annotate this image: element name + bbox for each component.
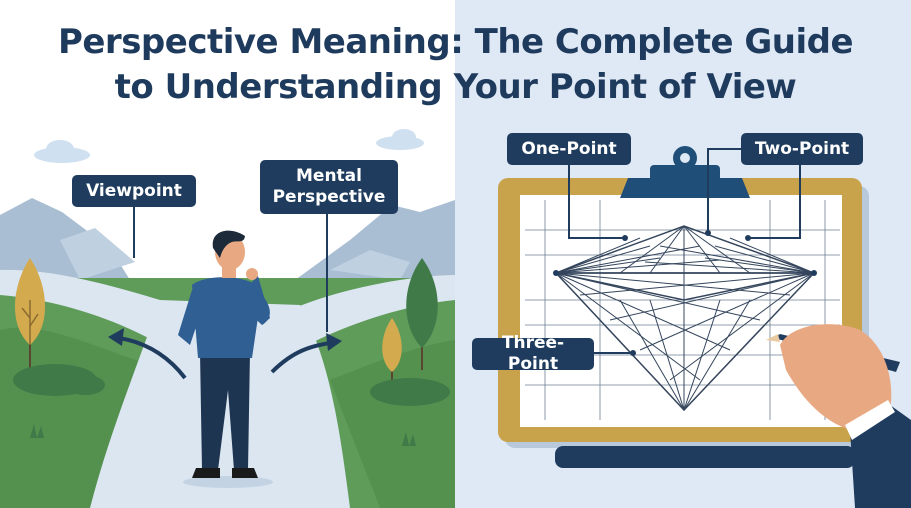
connector-lines-right (568, 148, 801, 354)
shadow (183, 476, 273, 488)
one-point-connector (568, 165, 625, 239)
connector-lines-left (133, 207, 328, 332)
forearm (252, 276, 270, 325)
cuff (845, 400, 895, 440)
title-line-1: Perspective Meaning: The Complete Guide (57, 22, 854, 62)
clip-base (620, 178, 750, 198)
one-point-label: One-Point (507, 133, 631, 165)
mountain-right (295, 200, 455, 285)
arm-left (178, 290, 205, 345)
bush-left (13, 364, 105, 396)
hair (212, 230, 245, 258)
path-left-branch (0, 269, 195, 350)
mental-perspective-label: Mental Perspective (260, 160, 398, 214)
clipboard-stand (555, 446, 855, 468)
mountain-right-back (330, 250, 410, 280)
vanishing-point-left (553, 270, 559, 276)
shoe-right (232, 468, 258, 478)
two-point-connector (707, 148, 741, 233)
cloud-right (376, 129, 424, 150)
clip-top (650, 165, 720, 183)
shoe-left (192, 468, 220, 478)
trees (13, 258, 450, 446)
hand (246, 268, 258, 280)
title-line-2: to Understanding Your Point of View (114, 67, 797, 107)
pencil-tip (766, 334, 780, 342)
legs (200, 352, 250, 470)
torso (192, 277, 262, 358)
clipboard (498, 146, 869, 468)
clip-hole (680, 153, 690, 163)
grass-tuft-left (30, 424, 44, 438)
vanishing-point-right (811, 270, 817, 276)
clouds (34, 129, 424, 163)
perspective-diagram (553, 225, 817, 412)
viewpoint-label: Viewpoint (72, 175, 196, 207)
page-title: Perspective Meaning: The Complete Guide … (0, 20, 911, 110)
direction-arrows (108, 328, 342, 380)
grass-tuft-right (402, 432, 416, 446)
tree-right-yellow (382, 318, 402, 385)
hand-with-pencil (766, 324, 911, 508)
two-point-label: Two-Point (741, 133, 863, 165)
two-point-down (748, 165, 801, 239)
tree-right-green (406, 258, 438, 370)
three-point-label: Three-Point (472, 333, 594, 374)
paper (520, 195, 842, 427)
bush-right (370, 378, 450, 406)
cloud-left (34, 140, 90, 163)
hand-right (780, 324, 892, 430)
person-thinking (178, 230, 273, 488)
mountain-left-back (60, 228, 135, 280)
